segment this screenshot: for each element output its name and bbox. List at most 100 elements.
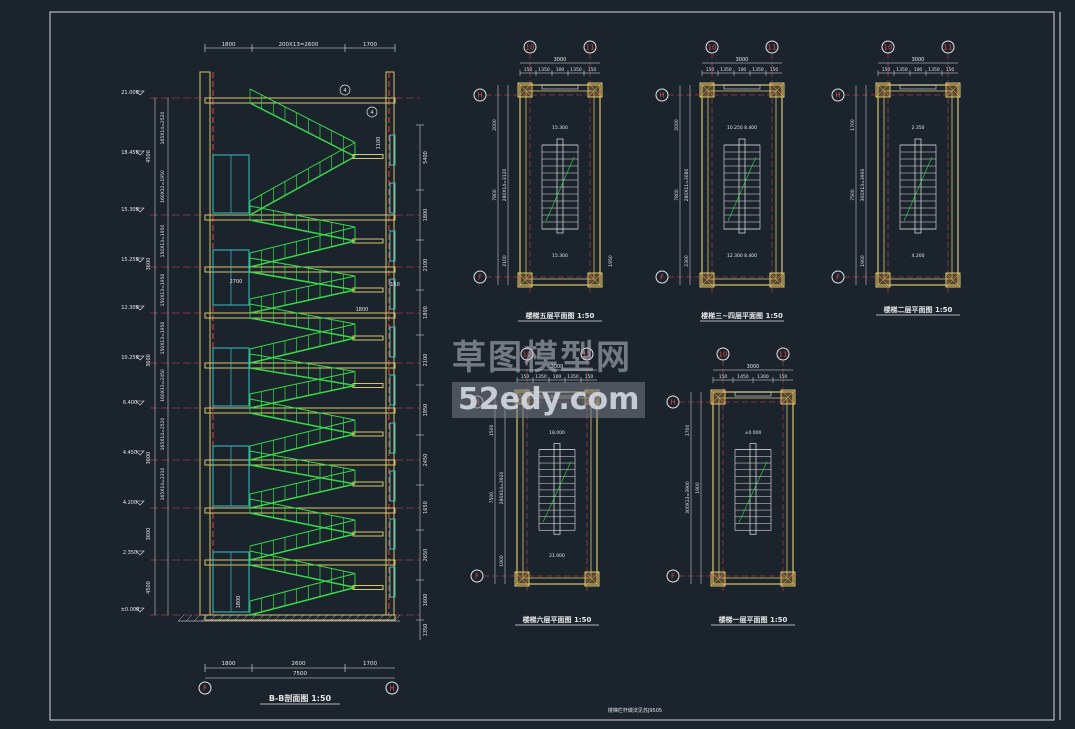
elevation-mark <box>135 90 145 96</box>
plan-title: 楼梯五层平面图 1:50 <box>526 311 595 320</box>
elevation-mark <box>135 550 145 556</box>
plan-dim: 1350 <box>538 67 550 73</box>
floor-slab <box>204 459 396 466</box>
left-dim: 3600 <box>146 452 152 465</box>
flight-dim: 165X14=2520 <box>160 418 166 451</box>
handrail <box>249 205 356 228</box>
direction-line <box>903 156 933 222</box>
callout-label: 4 <box>343 88 346 94</box>
stair-flight <box>249 433 356 461</box>
plan-dim: 150 <box>770 67 779 73</box>
floor-slab <box>204 266 396 273</box>
plan-dim: 150 <box>946 67 955 73</box>
landing <box>352 335 384 341</box>
elevation-mark <box>135 607 145 613</box>
plan-level: 21.000 <box>549 553 565 559</box>
elevation-label: 21.000 <box>121 90 139 96</box>
plan-wall-inner <box>718 397 788 579</box>
stair-flight <box>249 512 356 535</box>
note-dim: 150 <box>390 282 400 288</box>
ground-hatch <box>217 614 225 622</box>
bottom-dim: 2600 <box>292 661 306 667</box>
handrail <box>249 450 356 471</box>
plan-side-dim: 7800 <box>674 189 680 201</box>
plan-dim: 100 <box>738 67 747 73</box>
plan-axis-side: F <box>660 274 664 282</box>
plan-dim: 100 <box>914 67 923 73</box>
ground-hatch <box>369 614 377 622</box>
ground-hatch <box>321 614 329 622</box>
column-hatch <box>517 82 533 98</box>
floor-slab <box>204 614 396 621</box>
handrail <box>249 226 356 254</box>
column-hatch <box>587 82 603 98</box>
left-dim: 4500 <box>146 150 152 163</box>
handrail <box>249 398 356 421</box>
note-dim: 1800 <box>236 596 242 609</box>
plan-dim: 1350 <box>720 67 732 73</box>
right-dim: 2100 <box>423 354 429 367</box>
stair-well <box>914 138 922 234</box>
column-hatch <box>699 82 715 98</box>
elevation-label: 4.450 <box>123 450 137 456</box>
plan-level: 12.300 8.400 <box>727 253 757 259</box>
section-left-wall <box>199 71 211 616</box>
stair-flight <box>249 564 356 589</box>
column-hatch <box>780 571 796 587</box>
right-dim: 1650 <box>423 501 429 514</box>
left-dim: 4500 <box>146 581 152 594</box>
floor-slab <box>204 559 396 566</box>
plan-wall-inner <box>522 397 592 579</box>
plan-axis-top: 11 <box>768 44 777 52</box>
ground-hatch <box>241 614 249 622</box>
plan-axis-side: H <box>835 92 840 100</box>
callout-label: 4 <box>370 110 373 116</box>
handrail <box>249 519 356 547</box>
column-hatch <box>769 82 785 98</box>
section-title: B-B剖面图 1:50 <box>269 693 332 703</box>
stair-flight <box>249 102 356 158</box>
stair-well <box>553 443 561 535</box>
plan-side-dim: 1700 <box>850 119 856 131</box>
watermark-url: 52edy.com <box>452 382 646 418</box>
plan-window <box>541 84 579 90</box>
stair-flight <box>249 464 356 485</box>
elevation-label: 4.200 <box>123 500 137 506</box>
column-hatch <box>584 571 600 587</box>
plan-side-dim: 280X11=3080 <box>684 169 690 202</box>
landing <box>352 481 384 487</box>
stair-flight <box>249 367 356 387</box>
handrail <box>249 142 356 202</box>
plan-side-dim: 1900 <box>860 255 866 267</box>
plan-window <box>899 84 937 90</box>
column-hatch <box>710 389 726 405</box>
stair-flight <box>249 384 356 409</box>
plan-level: ±0.000 <box>745 430 762 436</box>
flight-dim: 150X13=1950 <box>160 225 166 258</box>
landing <box>352 238 384 244</box>
stair-flight <box>249 586 356 616</box>
top-dim: 1800 <box>222 42 236 48</box>
right-dim: 1350 <box>423 624 429 637</box>
watermark-text: 草图模型网 <box>452 338 632 378</box>
landing <box>352 154 384 159</box>
handrail <box>249 88 356 143</box>
plan-axis-top: 10 <box>708 44 717 52</box>
handrail <box>249 550 356 574</box>
right-dim: 1950 <box>423 404 429 417</box>
plan-dim: 150 <box>588 67 597 73</box>
ground-hatch <box>225 614 233 622</box>
elevation-mark <box>135 400 145 406</box>
stair-flight <box>249 289 356 314</box>
plan-side-dim: 7500 <box>489 492 495 504</box>
handrail <box>249 303 356 325</box>
plan-axis-side: F <box>836 274 840 282</box>
ground-hatch <box>393 614 401 622</box>
floor-slab <box>204 507 396 514</box>
column-hatch <box>769 272 785 288</box>
right-dim: 2100 <box>423 259 429 272</box>
plan-side-dim: 1700 <box>685 425 691 437</box>
stair-well <box>738 138 746 234</box>
plan-axis-side: H <box>659 92 664 100</box>
